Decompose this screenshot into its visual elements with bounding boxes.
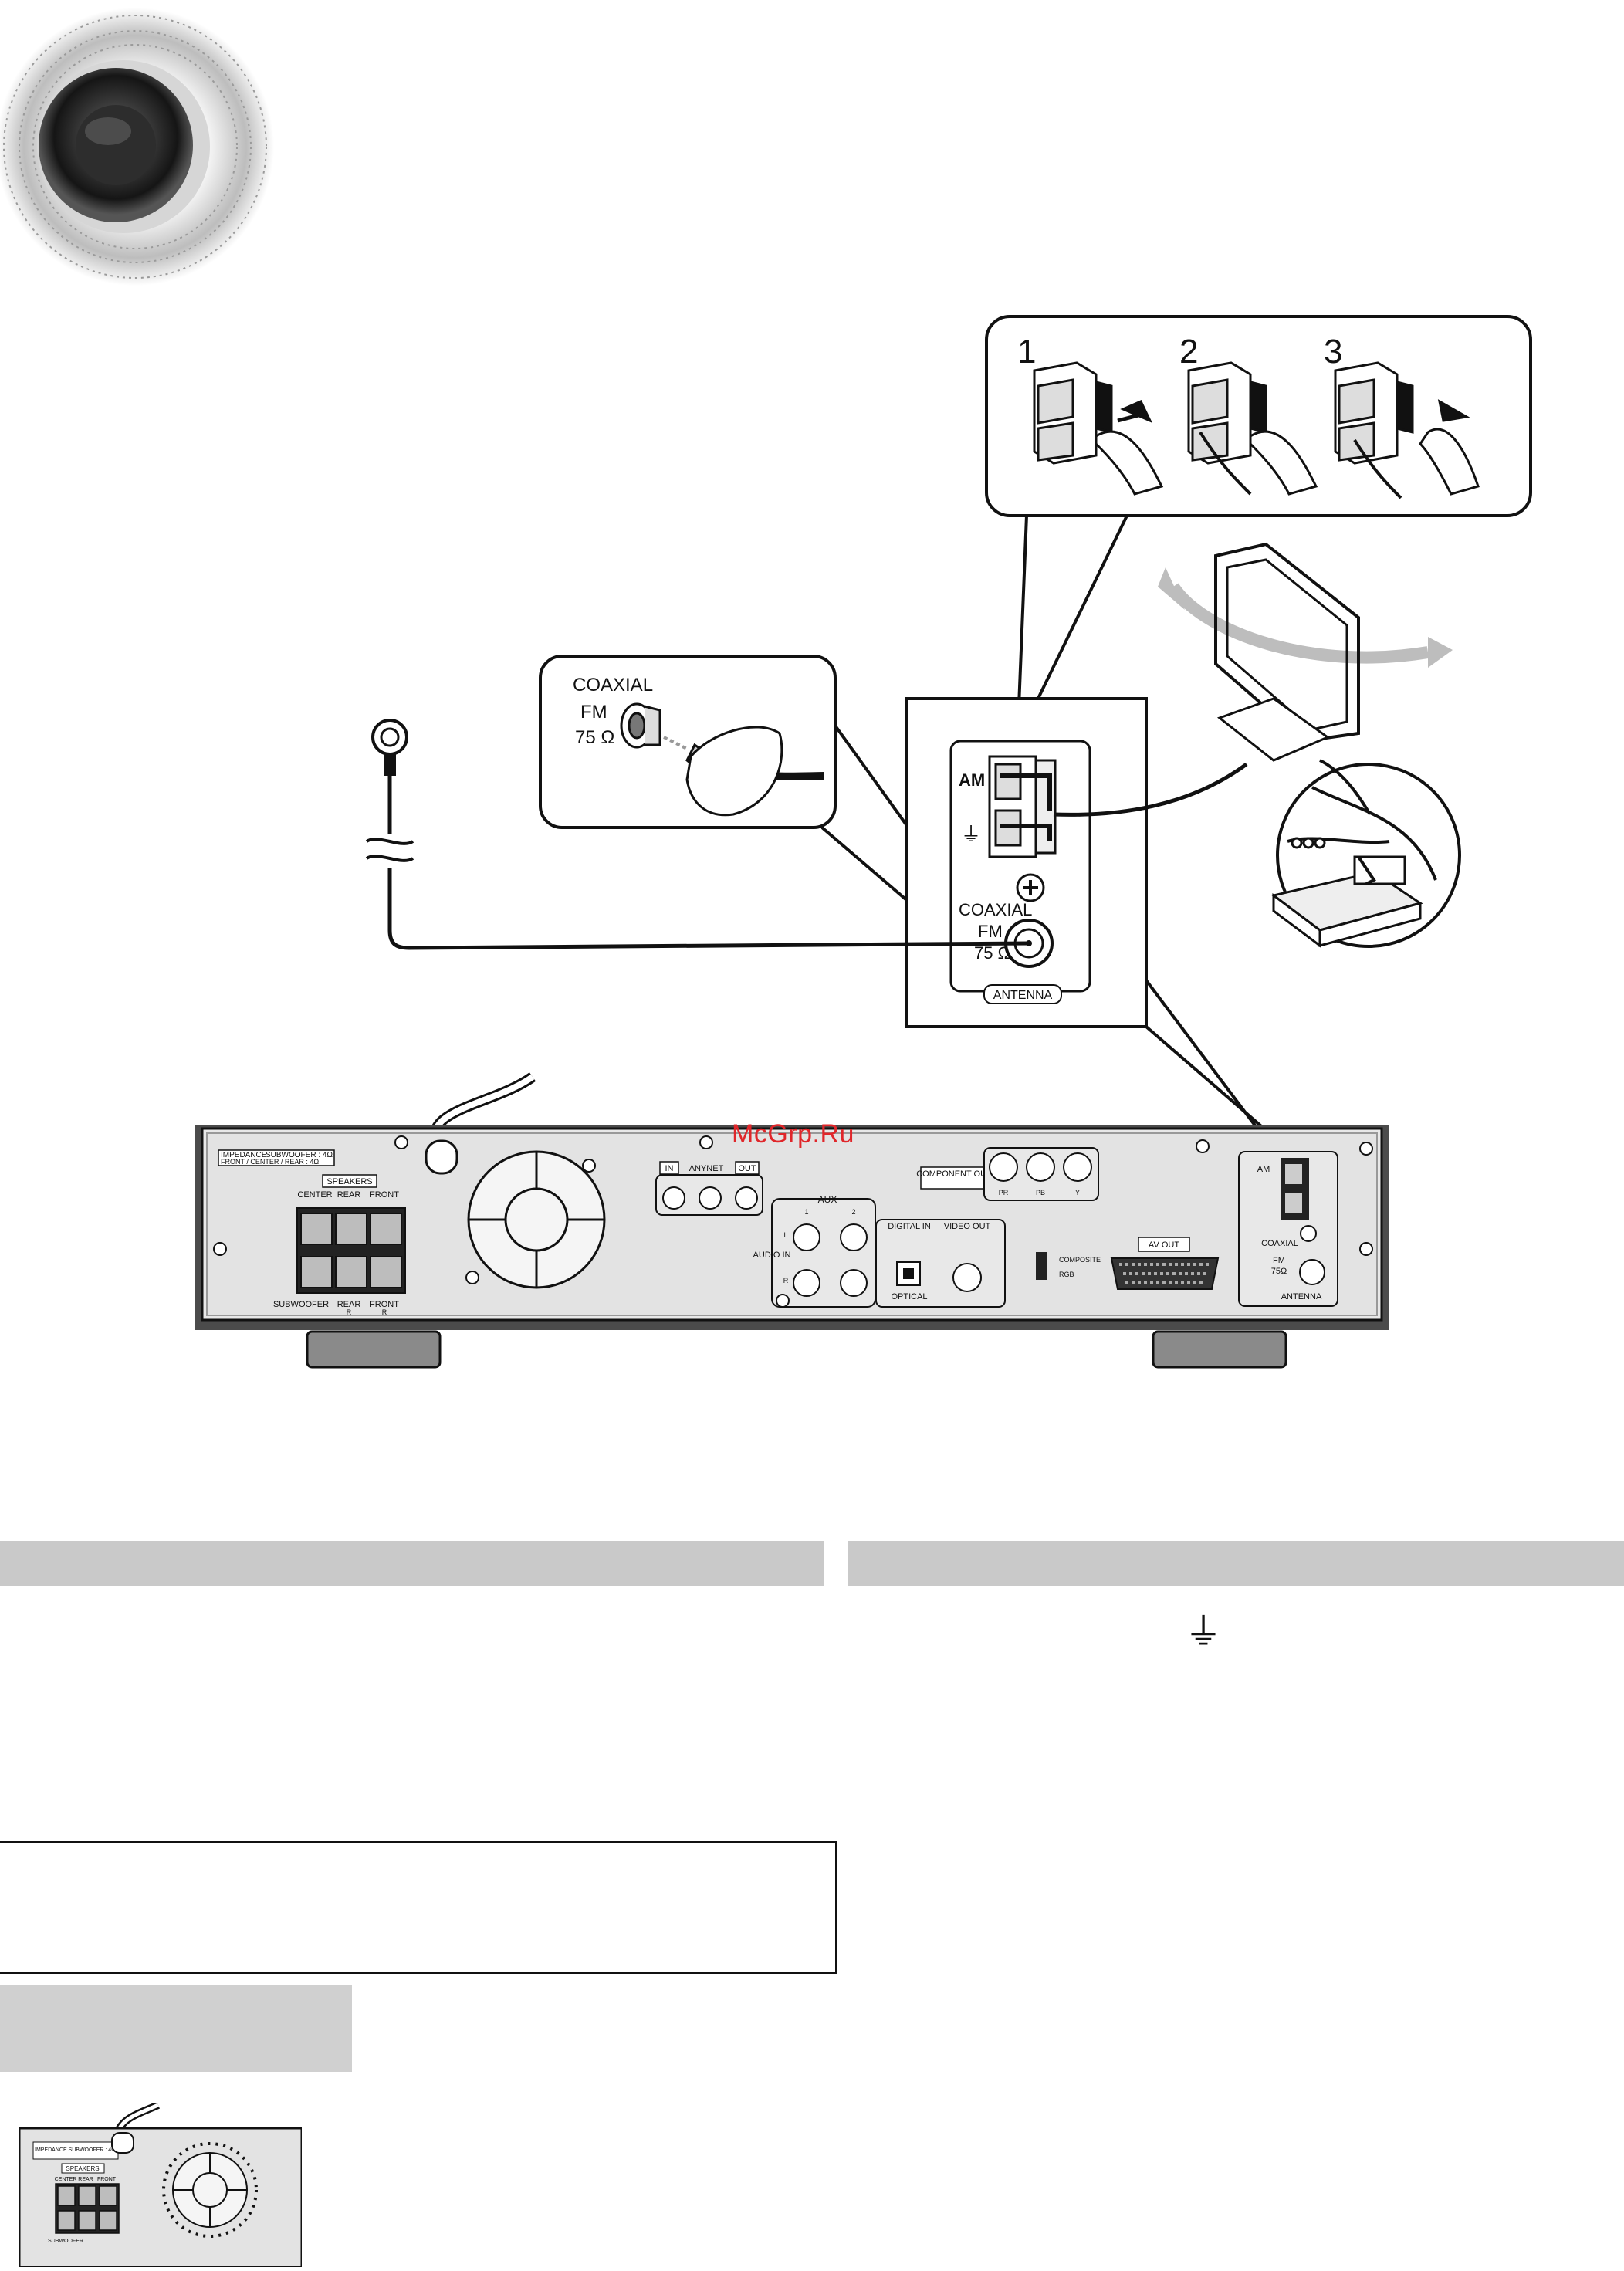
rear-panel-thumbnail: IMPEDANCE SUBWOOFER : 4Ω SPEAKERS CENTER… [18, 2101, 303, 2269]
rear-pr: PR [999, 1189, 1009, 1196]
coaxial-zoom-label: COAXIAL [573, 675, 653, 696]
rear-front-label: FRONT [370, 1190, 399, 1200]
note-box [0, 1841, 837, 1974]
antenna-panel-ground: ⏚ [961, 823, 981, 846]
rear-y: Y [1075, 1189, 1080, 1196]
antenna-base-icon [1270, 786, 1437, 948]
am-loop-antenna-icon [1158, 542, 1453, 762]
antenna-panel-fm: FM [978, 922, 1003, 941]
rear-aux-l: L [783, 1231, 787, 1239]
rear-impedance-front: FRONT / CENTER / REAR : 4Ω [221, 1158, 319, 1166]
watermark-text: McGrp.Ru [732, 1119, 854, 1149]
rear-pb: PB [1036, 1189, 1045, 1196]
rear-aux-1: 1 [804, 1208, 808, 1216]
speaker-emblem [0, 0, 286, 324]
rear-front-bottom-label: FRONT [370, 1300, 399, 1309]
rear-optical: OPTICAL [891, 1292, 927, 1301]
antenna-connection-diagram: 1 2 3 [195, 315, 1532, 1369]
am-terminal-block [988, 755, 1057, 858]
unit-rear-panel: IMPEDANCE SUBWOOFER : 4Ω FRONT / CENTER … [195, 1125, 1389, 1369]
thumb-rear: REAR [78, 2177, 93, 2182]
rear-anynet-in: IN [665, 1164, 674, 1173]
thumb-speakers: SPEAKERS [66, 2165, 99, 2172]
rear-ohm: 75Ω [1271, 1267, 1287, 1276]
antenna-panel-coaxial: COAXIAL [959, 900, 1032, 919]
rear-center-label: CENTER [297, 1190, 332, 1200]
step-1-terminal-icon [1033, 361, 1164, 496]
thumb-front: FRONT [97, 2177, 117, 2182]
thumb-impedance: IMPEDANCE SUBWOOFER : 4Ω [35, 2147, 115, 2153]
antenna-panel-ohm: 75 Ω [974, 943, 1010, 963]
thumb-subwoofer: SUBWOOFER [48, 2239, 83, 2244]
rear-coaxial: COAXIAL [1261, 1239, 1298, 1248]
step-3-terminal-icon [1334, 361, 1480, 499]
rear-aux-2: 2 [851, 1208, 855, 1216]
fm-wire-antenna-icon [365, 719, 1030, 950]
right-section-header-bar [848, 1541, 1624, 1586]
left-section-header-bar [0, 1541, 824, 1586]
antenna-panel-am: AM [959, 770, 985, 790]
rear-rear-label: REAR [337, 1190, 361, 1200]
antenna-panel-title: ANTENNA [993, 989, 1053, 1002]
step-1-label: 1 [1017, 333, 1036, 371]
ground-symbol-text: ⏚ [1185, 1612, 1223, 1653]
rear-r-label-2: R [382, 1308, 387, 1316]
rear-speakers-label: SPEAKERS [326, 1177, 372, 1186]
cooling-fan-icon [467, 1150, 606, 1289]
rear-fm: FM [1273, 1256, 1285, 1265]
coaxial-zoom-fm: FM [580, 702, 607, 723]
rear-impedance-sub: SUBWOOFER : 4Ω [266, 1151, 333, 1159]
rear-anynet-out: OUT [738, 1164, 756, 1173]
rear-aux-label: AUX [818, 1194, 837, 1205]
rear-component-out: COMPONENT OUT [916, 1169, 992, 1179]
rear-subwoofer-label: SUBWOOFER [273, 1300, 329, 1309]
rear-r-label-1: R [347, 1308, 352, 1316]
fm-cable-plug-icon [620, 702, 825, 817]
step-2-terminal-icon [1187, 361, 1318, 496]
step-2-label: 2 [1179, 333, 1198, 371]
rear-digital-in: DIGITAL IN [888, 1222, 931, 1231]
rear-aux-r: R [783, 1277, 789, 1284]
rear-rear-bottom-label: REAR [337, 1300, 361, 1309]
rear-rgb: RGB [1059, 1271, 1074, 1278]
thumb-center: CENTER [55, 2177, 77, 2182]
rear-antenna: ANTENNA [1281, 1292, 1322, 1301]
rear-video-out: VIDEO OUT [944, 1222, 991, 1231]
step-3-label: 3 [1324, 333, 1342, 371]
rear-am: AM [1257, 1165, 1270, 1174]
grey-tab [0, 1985, 352, 2072]
rear-audio-in: AUDIO IN [753, 1251, 791, 1260]
rear-impedance-label: IMPEDANCE [221, 1151, 267, 1159]
coaxial-zoom-ohm: 75 Ω [575, 727, 614, 748]
rear-anynet-label: ANYNET [689, 1164, 724, 1173]
rear-av-out: AV OUT [1149, 1240, 1179, 1250]
rear-composite: COMPOSITE [1059, 1256, 1101, 1264]
